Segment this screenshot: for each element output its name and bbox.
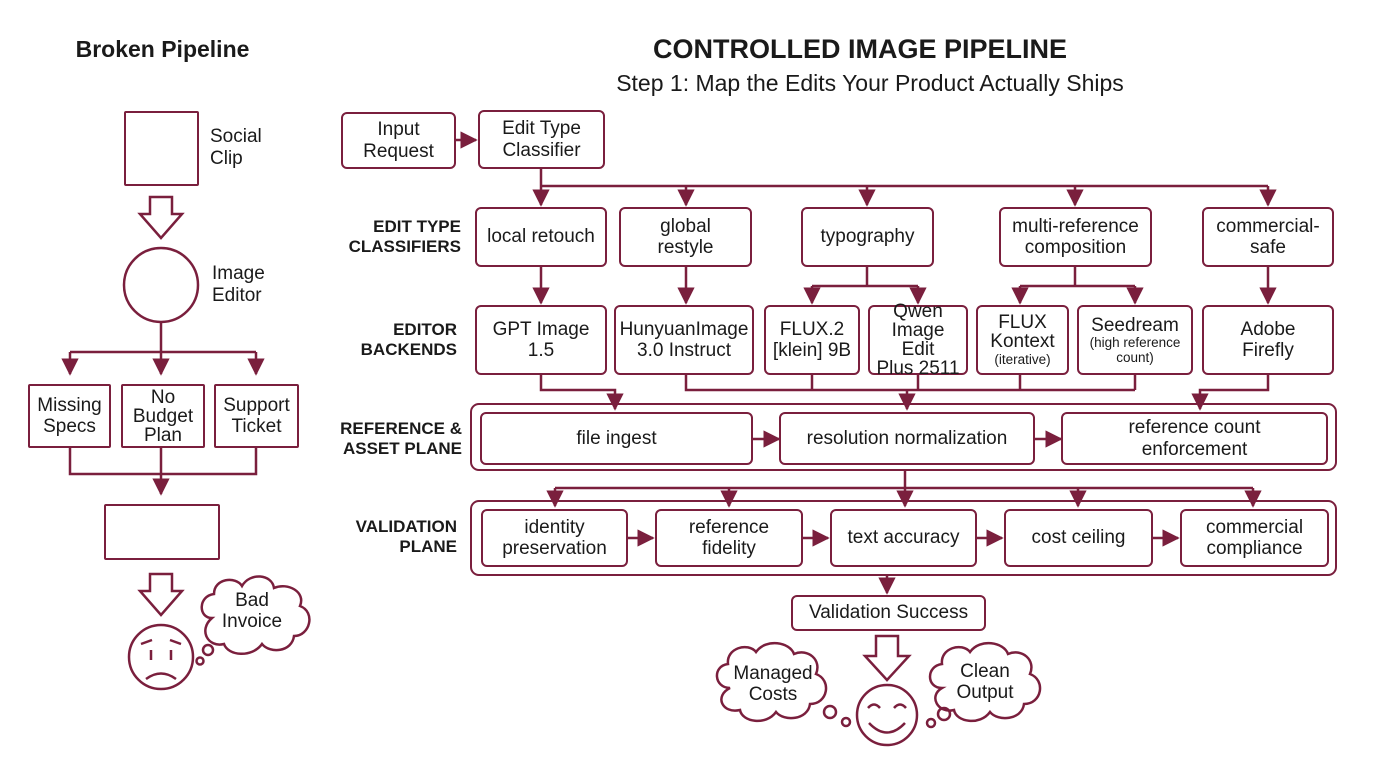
image-editor-circle [122, 246, 200, 324]
edit-type-classifier-box: Edit Type Classifier [478, 110, 605, 169]
validation-success-box: Validation Success [791, 595, 986, 631]
seedream-name: Seedream [1091, 314, 1179, 336]
reference-count-enforcement-box: reference count enforcement [1061, 412, 1328, 465]
reference-asset-plane [470, 403, 1337, 471]
row-label-backends: EDITOR BACKENDS [360, 320, 457, 359]
edit-type-global-restyle: global restyle [619, 207, 752, 267]
main-title: CONTROLLED IMAGE PIPELINE [652, 34, 1068, 64]
backend-hunyuan: HunyuanImage 3.0 Instruct [614, 305, 754, 375]
backend-qwen: Qwen Image Edit Plus 2511 [868, 302, 968, 378]
validation-plane [470, 500, 1337, 576]
backend-flux2-klein: FLUX.2 [klein] 9B [764, 305, 860, 375]
clean-output-label: Clean Output [956, 661, 1014, 704]
social-clip-square [124, 111, 199, 186]
clean-output-cloud [928, 642, 1042, 722]
backend-flux-kontext: FLUX Kontext (iterative) [976, 305, 1069, 375]
seedream-note: (high reference count) [1089, 334, 1181, 365]
bad-invoice-label: Bad Invoice [221, 590, 283, 633]
edit-type-local-retouch: local retouch [475, 207, 607, 267]
sad-face [127, 623, 195, 691]
validation-cost-ceiling: cost ceiling [1004, 509, 1153, 567]
resolution-normalization-box: resolution normalization [779, 412, 1035, 465]
managed-costs-cloud [715, 642, 828, 722]
validation-identity-preservation: identity preservation [481, 509, 628, 567]
validation-commercial-compliance: commercial compliance [1180, 509, 1329, 567]
social-clip-label: Social Clip [210, 126, 262, 169]
backend-gpt-image: GPT Image 1.5 [475, 305, 607, 375]
row-label-validation: VALIDATION PLANE [355, 517, 457, 556]
hollow-down-arrow [137, 572, 185, 617]
missing-specs-box: Missing Specs [28, 384, 111, 448]
no-budget-plan-box: No Budget Plan [121, 384, 205, 448]
edit-type-multi-reference: multi-reference composition [999, 207, 1152, 267]
validation-text-accuracy: text accuracy [830, 509, 977, 567]
row-label-classifiers: EDIT TYPE CLASSIFIERS [348, 217, 461, 256]
happy-face [855, 683, 919, 747]
kontext-name: FLUX Kontext [990, 311, 1055, 353]
hollow-down-arrow [137, 195, 185, 240]
kontext-note: (iterative) [994, 352, 1051, 368]
validation-reference-fidelity: reference fidelity [655, 509, 803, 567]
edit-type-typography: typography [801, 207, 934, 267]
hollow-down-arrow [862, 634, 912, 682]
subtitle: Step 1: Map the Edits Your Product Actua… [616, 70, 1124, 96]
managed-costs-label: Managed Costs [733, 663, 813, 706]
file-ingest-box: file ingest [480, 412, 753, 465]
row-label-reference: REFERENCE & ASSET PLANE [340, 419, 462, 458]
input-request-box: Input Request [341, 112, 456, 169]
left-title: Broken Pipeline [75, 36, 250, 62]
empty-output-box [104, 504, 220, 560]
support-ticket-box: Support Ticket [214, 384, 299, 448]
backend-seedream: Seedream (high reference count) [1077, 305, 1193, 375]
backend-adobe-firefly: Adobe Firefly [1202, 305, 1334, 375]
image-editor-label: Image Editor [212, 263, 265, 306]
bad-invoice-cloud [200, 575, 311, 655]
edit-type-commercial-safe: commercial- safe [1202, 207, 1334, 267]
